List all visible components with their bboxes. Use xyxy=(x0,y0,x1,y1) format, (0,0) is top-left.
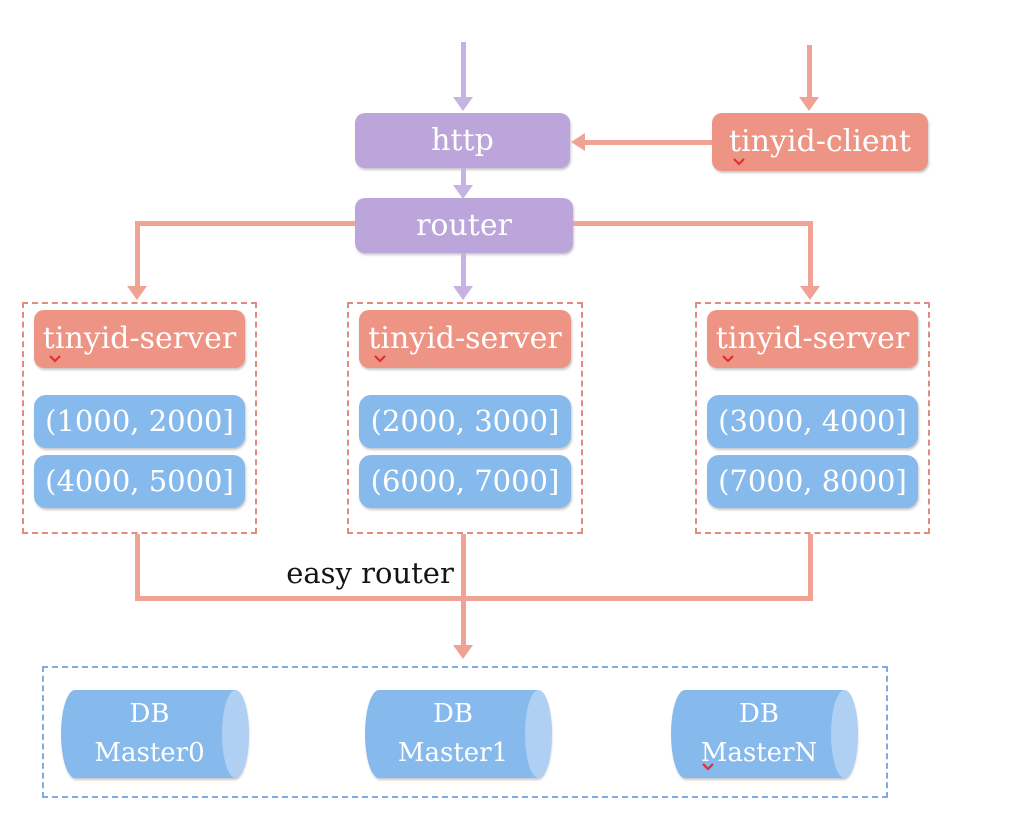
node-http-label: http xyxy=(431,122,494,158)
server-group-2: tinyid-server (2000, 3000] (6000, 7000] xyxy=(347,302,583,534)
segment-range: (3000, 4000] xyxy=(707,395,918,448)
segment-range-label: (2000, 3000] xyxy=(370,404,560,438)
arrowhead-down-icon xyxy=(799,97,819,111)
node-http: http xyxy=(355,113,570,168)
arrowhead-down-icon xyxy=(453,97,473,111)
segment-range: (6000, 7000] xyxy=(359,455,571,508)
db-instance: MasterN xyxy=(700,738,818,768)
arrowhead-down-icon xyxy=(127,286,147,300)
connector-router-middle-vertical xyxy=(461,253,466,287)
connector-top-into-client xyxy=(807,45,812,98)
database-group xyxy=(42,666,888,798)
segment-range: (1000, 2000] xyxy=(34,395,245,448)
spellcheck-underline-icon xyxy=(702,763,714,771)
segment-range-label: (7000, 8000] xyxy=(718,464,907,498)
db-name: DB xyxy=(739,699,779,729)
node-tinyid-server-2-label: tinyid-server xyxy=(368,321,562,356)
segment-range-label: (3000, 4000] xyxy=(718,404,907,438)
node-router-label: router xyxy=(416,207,512,243)
db-cylinder-master0: DB Master0 xyxy=(61,690,249,778)
connector-easy-router-bus xyxy=(135,596,813,601)
node-tinyid-server-1-label: tinyid-server xyxy=(42,321,237,356)
arrowhead-down-icon xyxy=(800,286,820,300)
segment-range: (7000, 8000] xyxy=(707,455,918,508)
node-tinyid-client-label: tinyid-client xyxy=(729,124,911,159)
segment-range-label: (1000, 2000] xyxy=(45,404,234,438)
node-tinyid-server-1: tinyid-server xyxy=(34,310,245,368)
spellcheck-underline-icon xyxy=(733,158,745,166)
connector-router-right-horizontal xyxy=(573,221,813,226)
connector-router-right-vertical xyxy=(808,221,813,287)
spellcheck-underline-icon xyxy=(722,355,734,363)
server-group-1: tinyid-server (1000, 2000] (4000, 5000] xyxy=(22,302,257,534)
connector-server2-to-db xyxy=(461,534,466,646)
easy-router-label: easy router xyxy=(286,556,454,590)
connector-router-left-vertical xyxy=(135,221,140,287)
connector-top-into-http xyxy=(461,42,466,98)
db-instance: Master0 xyxy=(94,738,205,768)
connector-client-to-http xyxy=(584,140,712,145)
server-group-3: tinyid-server (3000, 4000] (7000, 8000] xyxy=(695,302,930,534)
connector-router-left-horizontal xyxy=(135,221,355,226)
node-tinyid-server-3: tinyid-server xyxy=(707,310,918,368)
segment-range-label: (4000, 5000] xyxy=(45,464,234,498)
db-cylinder-masterN: DB MasterN xyxy=(671,690,858,778)
spellcheck-underline-icon xyxy=(49,355,61,363)
arrowhead-left-icon xyxy=(571,133,585,151)
arrowhead-down-icon xyxy=(453,185,473,199)
node-tinyid-client: tinyid-client xyxy=(712,113,928,171)
arrowhead-down-icon xyxy=(453,645,473,659)
node-tinyid-server-3-label: tinyid-server xyxy=(715,321,910,356)
connector-server3-down xyxy=(808,534,813,601)
arrowhead-down-icon xyxy=(453,286,473,300)
db-cylinder-master1: DB Master1 xyxy=(365,690,552,778)
db-instance: Master1 xyxy=(397,738,509,768)
node-router: router xyxy=(355,198,573,253)
node-tinyid-server-2: tinyid-server xyxy=(359,310,571,368)
connector-server1-down xyxy=(135,534,140,601)
segment-range: (4000, 5000] xyxy=(34,455,245,508)
segment-range: (2000, 3000] xyxy=(359,395,571,448)
db-name: DB xyxy=(129,699,170,729)
spellcheck-underline-icon xyxy=(374,355,386,363)
db-name: DB xyxy=(433,699,473,729)
connector-http-to-router xyxy=(461,168,466,188)
segment-range-label: (6000, 7000] xyxy=(370,464,560,498)
